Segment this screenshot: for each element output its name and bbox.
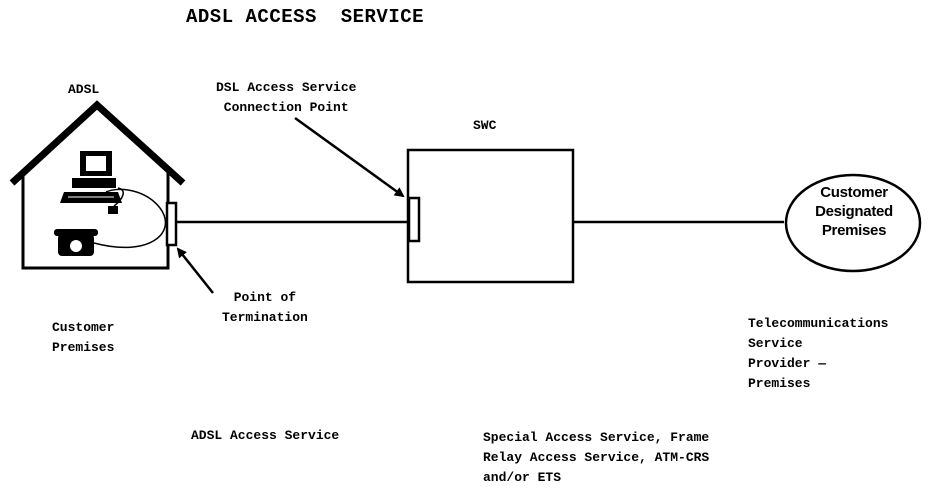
swc-box bbox=[406, 148, 575, 284]
termination-block bbox=[165, 201, 178, 247]
special-access-service-label: Special Access Service, Frame Relay Acce… bbox=[483, 428, 709, 488]
point-of-termination-label: Point of Termination bbox=[222, 288, 308, 328]
special-access-line-2: Relay Access Service, ATM-CRS bbox=[483, 450, 710, 465]
special-access-line-3: and/or ETS bbox=[483, 470, 562, 485]
computer-icon bbox=[60, 151, 124, 214]
telecom-provider-line-3: Provider — bbox=[748, 356, 827, 371]
telecom-provider-line-1: Telecommunications bbox=[748, 316, 889, 331]
customer-premises-label: Customer Premises bbox=[52, 318, 114, 358]
telecom-provider-line-2: Service bbox=[748, 336, 803, 351]
customer-designated-premises-label: Customer Designated Premises bbox=[790, 183, 918, 240]
point-of-termination-arrow bbox=[176, 247, 214, 294]
dsl-connection-point-line-2: Connection Point bbox=[223, 100, 349, 115]
telephone-icon bbox=[54, 229, 98, 256]
customer-premises-line-1: Customer bbox=[52, 320, 115, 335]
telecom-provider-premises-label: Telecommunications Service Provider — Pr… bbox=[748, 314, 888, 394]
diagram-title: ADSL ACCESS SERVICE bbox=[186, 6, 425, 28]
point-of-termination-line-2: Termination bbox=[222, 310, 308, 325]
dsl-connection-point-label: DSL Access Service Connection Point bbox=[216, 78, 356, 118]
cdp-line-3: Premises bbox=[821, 222, 887, 239]
telecom-provider-line-4: Premises bbox=[748, 376, 811, 391]
dsl-connection-point-line-1: DSL Access Service bbox=[216, 80, 357, 95]
customer-designated-premises-circle bbox=[784, 173, 922, 273]
connection-point-arrow bbox=[294, 116, 405, 198]
adsl-access-service-label: ADSL Access Service bbox=[191, 428, 340, 443]
special-access-line-1: Special Access Service, Frame bbox=[483, 430, 710, 445]
cdp-line-1: Customer bbox=[820, 184, 888, 201]
point-of-termination-line-1: Point of bbox=[233, 290, 297, 305]
swc-label: SWC bbox=[473, 118, 497, 133]
customer-premises-line-2: Premises bbox=[52, 340, 115, 355]
connection-point-block bbox=[407, 196, 421, 243]
cdp-line-2: Designated bbox=[815, 203, 893, 220]
internal-wiring bbox=[93, 188, 166, 249]
adsl-label: ADSL bbox=[68, 82, 100, 97]
